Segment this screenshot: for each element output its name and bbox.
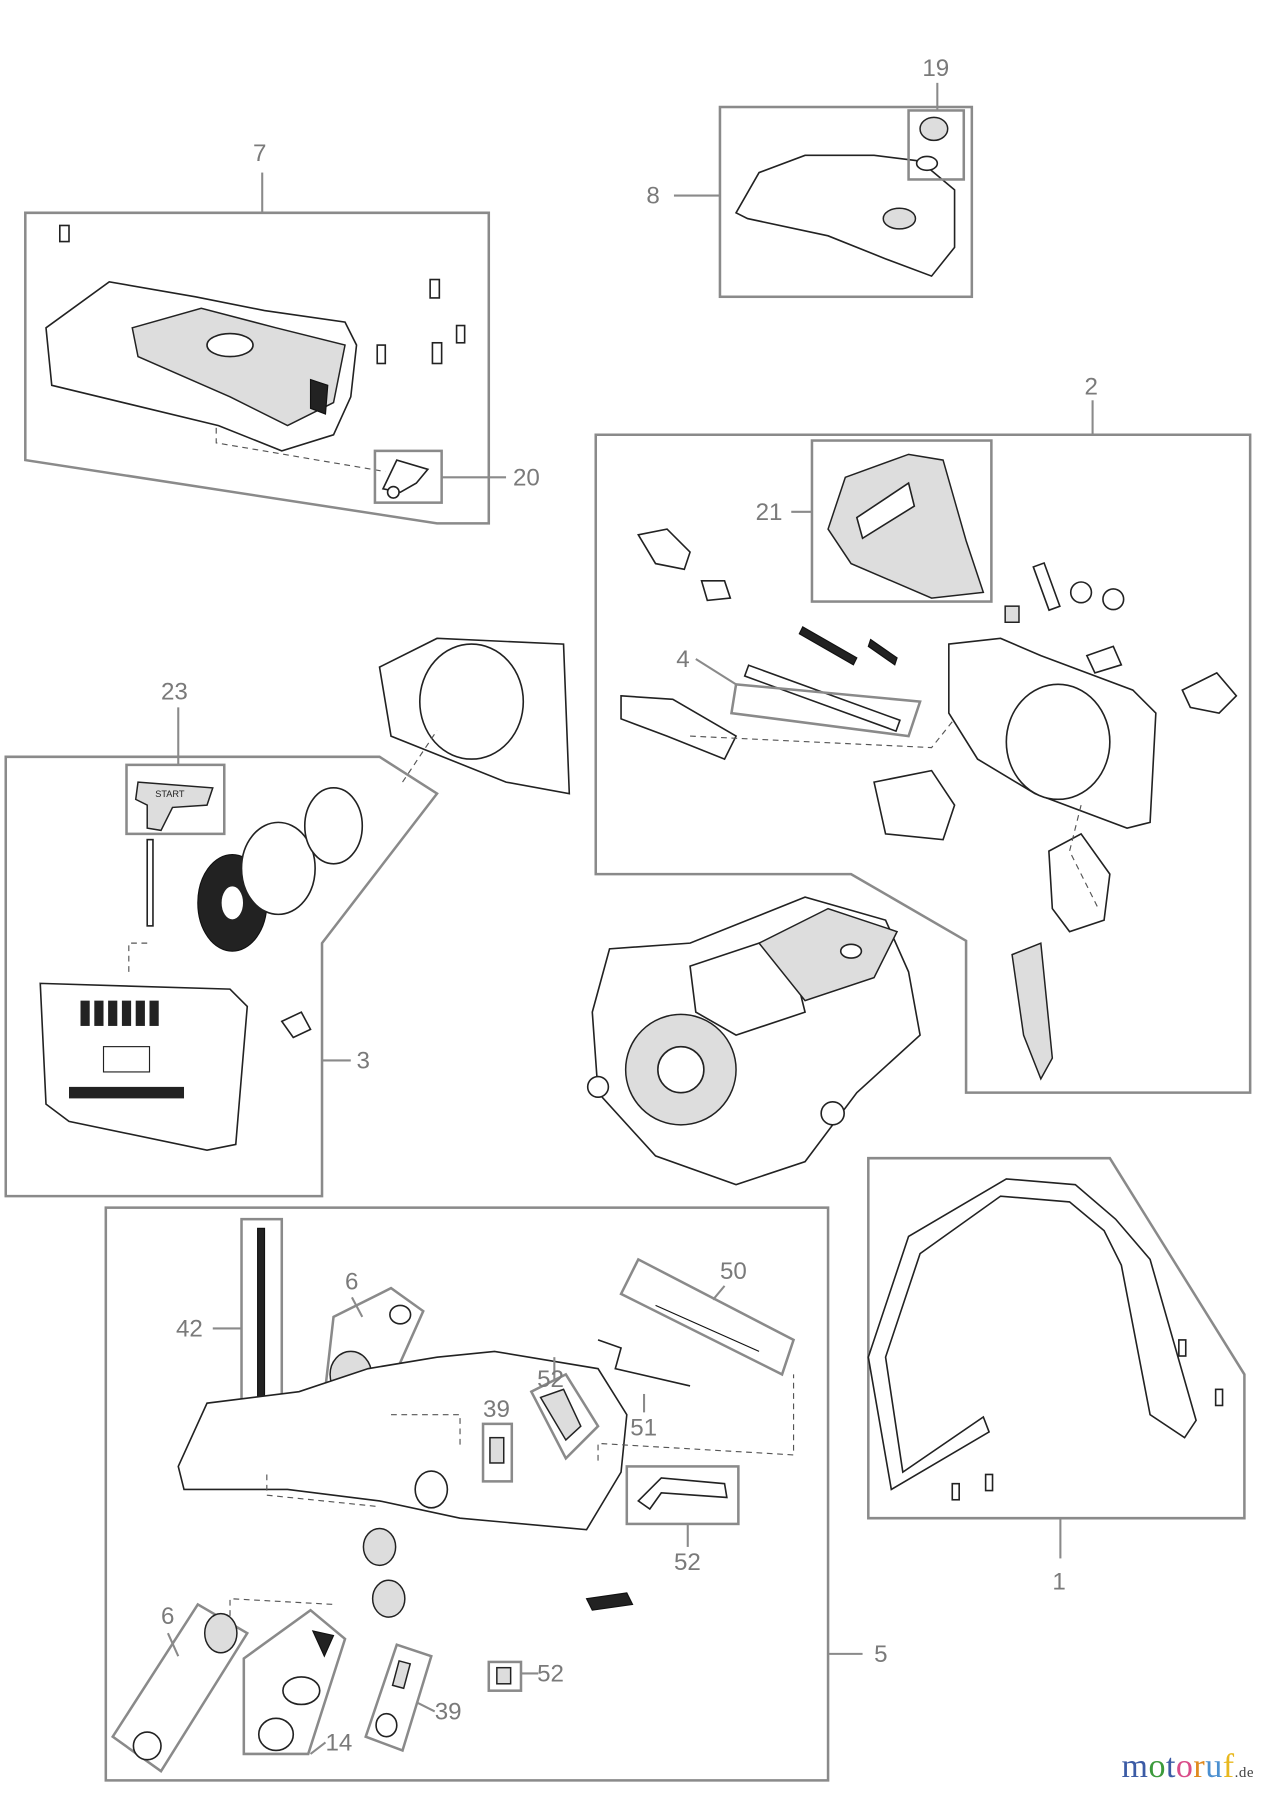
callout-7: 7 <box>253 140 266 167</box>
group-box-39-lower <box>364 1643 433 1753</box>
callout-20: 20 <box>513 464 540 491</box>
starter-handle-text: START <box>155 789 185 799</box>
group-1-front-handle: 1 <box>867 1156 1246 1595</box>
callout-4: 4 <box>676 646 689 673</box>
callout-52-middle: 52 <box>674 1549 701 1576</box>
callout-52-upper: 52 <box>537 1366 564 1393</box>
callout-39-upper: 39 <box>483 1396 510 1423</box>
callout-50: 50 <box>720 1258 747 1285</box>
callout-2: 2 <box>1085 374 1098 401</box>
group-box-23 <box>125 763 226 836</box>
callout-6-upper: 6 <box>345 1268 358 1295</box>
callout-51: 51 <box>630 1414 657 1441</box>
callout-1: 1 <box>1052 1568 1065 1595</box>
group-3-starter: 3 23 START <box>4 637 571 1198</box>
group-box-52-lower <box>487 1660 523 1692</box>
callout-5: 5 <box>874 1641 887 1668</box>
group-7-top-cover: 7 20 <box>24 140 540 525</box>
group-8-filter-cover: 8 19 <box>646 55 974 299</box>
callout-42: 42 <box>176 1315 203 1342</box>
callout-8: 8 <box>646 183 659 210</box>
group-box-19 <box>907 109 966 181</box>
callout-19: 19 <box>922 55 949 82</box>
screw-icons <box>58 224 466 365</box>
group-box-8 <box>718 105 974 299</box>
group-box-14 <box>242 1608 347 1756</box>
group-box-39-upper <box>481 1422 514 1483</box>
group-box-52-middle <box>625 1465 740 1526</box>
callout-39-lower: 39 <box>435 1698 462 1725</box>
group-box-4 <box>730 682 922 738</box>
engine-assembly <box>586 896 921 1186</box>
group-box-21 <box>810 439 993 603</box>
group-box-5 <box>104 1206 830 1782</box>
group-box-1 <box>867 1156 1246 1520</box>
callout-23: 23 <box>161 678 188 705</box>
group-box-50 <box>619 1257 796 1377</box>
callout-52-lower: 52 <box>537 1660 564 1687</box>
motoruf-watermark-logo: motoruf.de <box>1121 1748 1254 1785</box>
callout-21: 21 <box>756 499 783 526</box>
group-box-7 <box>24 211 491 525</box>
group-5-rear-handle: 5 42 6 50 51 52 39 52 <box>104 1206 888 1782</box>
group-box-2 <box>594 433 1252 1094</box>
callout-14: 14 <box>325 1729 352 1756</box>
logo-suffix: .de <box>1234 1765 1254 1781</box>
callout-3: 3 <box>357 1047 370 1074</box>
group-2-chain-brake: 2 21 4 <box>594 374 1252 1094</box>
callout-6-lower: 6 <box>161 1603 174 1630</box>
group-box-3 <box>4 755 439 1198</box>
